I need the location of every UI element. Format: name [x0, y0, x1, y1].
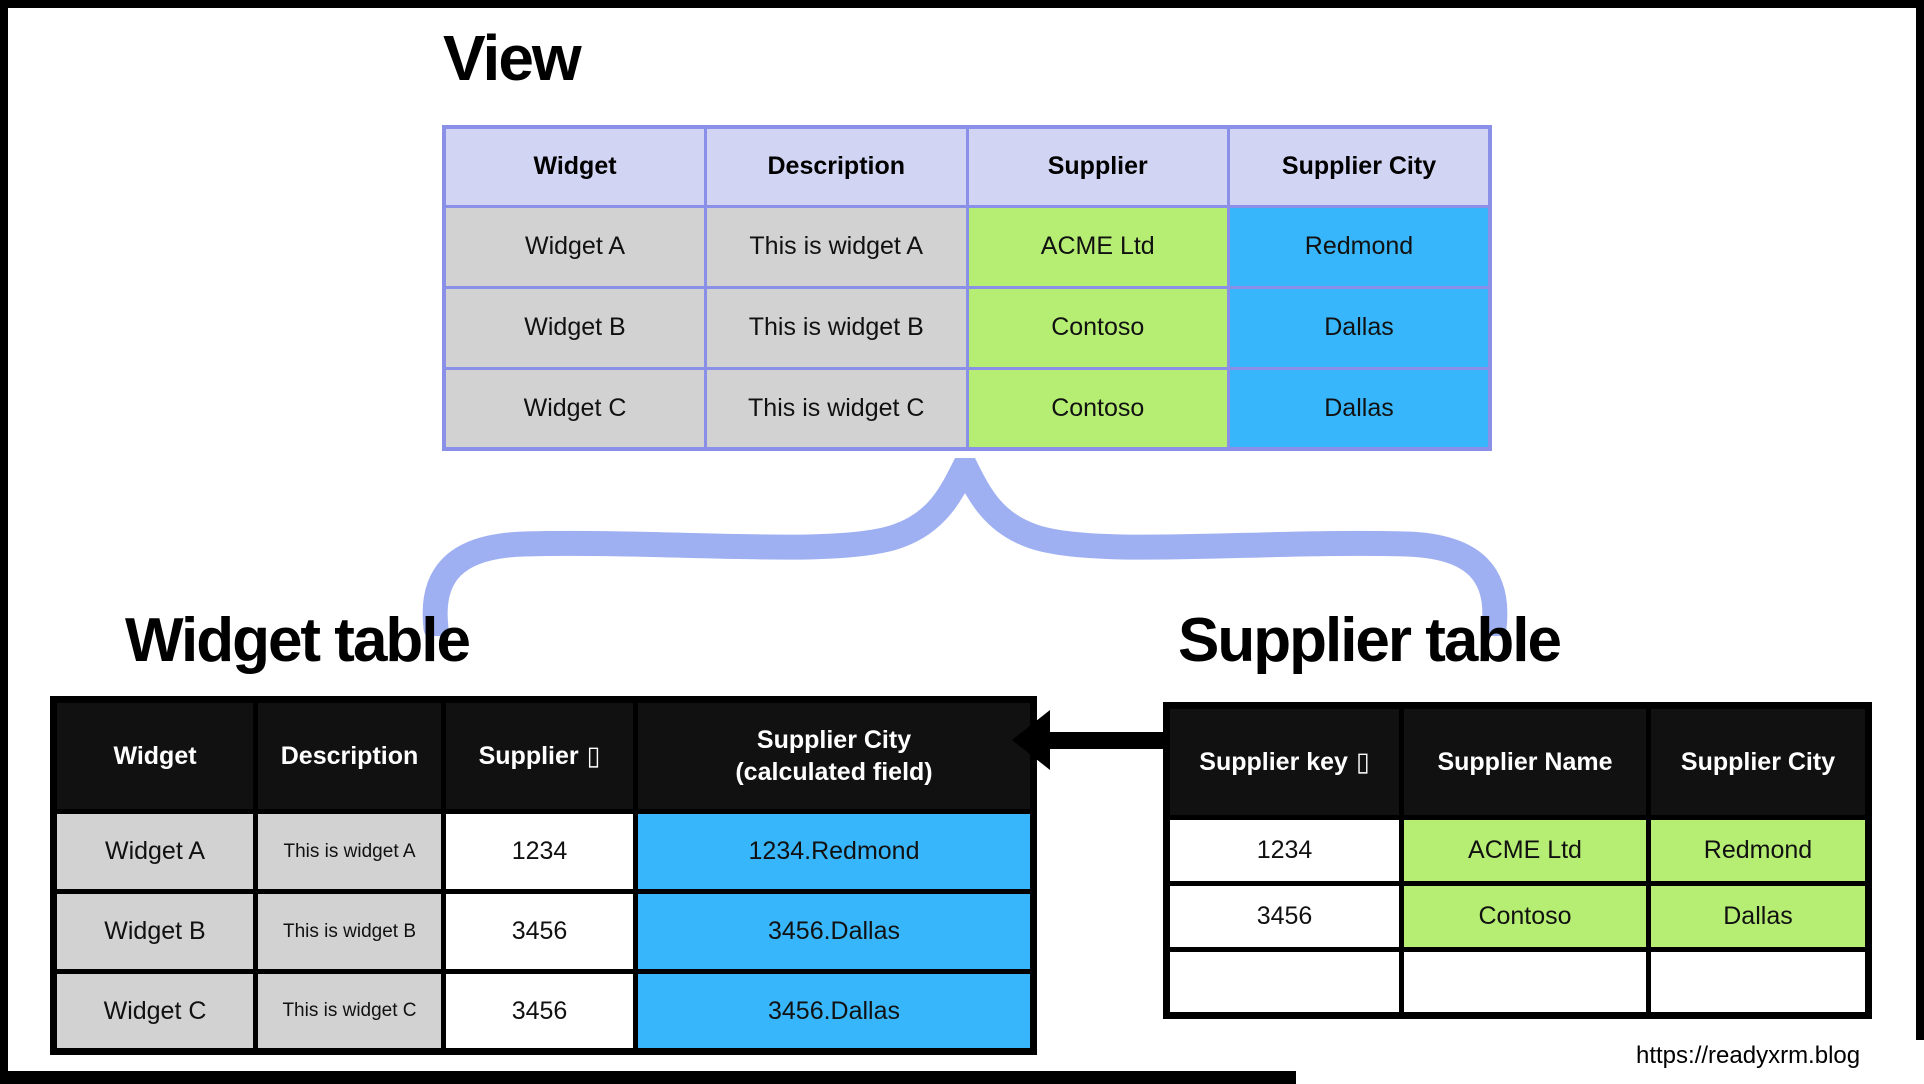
widget-header-supplier-city-line2: (calculated field) — [735, 758, 933, 786]
supplier-cell-name: ACME Ltd — [1399, 815, 1651, 886]
supplier-cell-city: Redmond — [1646, 815, 1871, 886]
supplier-cell-name: Contoso — [1399, 881, 1651, 952]
supplier-row-2: 3456 Contoso Dallas — [1164, 881, 1871, 952]
widget-cell-supplier-key: 3456 — [441, 969, 638, 1054]
widget-cell-supplier-key: 3456 — [441, 889, 638, 974]
supplier-row-empty — [1164, 947, 1871, 1018]
widget-cell-name: Widget A — [51, 809, 258, 894]
widget-row-c: Widget C This is widget C 3456 3456.Dall… — [51, 969, 1036, 1054]
view-cell-widget: Widget A — [442, 204, 707, 289]
frame-border-left — [0, 0, 8, 1084]
view-header-widget: Widget — [442, 125, 707, 208]
supplier-header-city: Supplier City — [1646, 703, 1871, 820]
supplier-cell-city: Dallas — [1646, 881, 1871, 952]
supplier-header-key: Supplier key▯ — [1164, 703, 1404, 820]
view-cell-description: This is widget A — [704, 204, 969, 289]
supplier-row-1: 1234 ACME Ltd Redmond — [1164, 815, 1871, 886]
view-header-description: Description — [704, 125, 969, 208]
supplier-header-name: Supplier Name — [1399, 703, 1651, 820]
widget-cell-name: Widget C — [51, 969, 258, 1054]
supplier-table: Supplier key▯ Supplier Name Supplier Cit… — [1163, 702, 1872, 1019]
widget-cell-calculated-city: 1234.Redmond — [633, 809, 1036, 894]
supplier-cell-name — [1399, 947, 1651, 1018]
view-cell-supplier-city: Dallas — [1227, 285, 1492, 370]
view-cell-widget: Widget B — [442, 285, 707, 370]
curly-brace — [422, 458, 1508, 636]
frame-border-bottom — [0, 1071, 1296, 1084]
view-cell-widget: Widget C — [442, 366, 707, 451]
view-header-row: Widget Description Supplier Supplier Cit… — [442, 125, 1492, 208]
frame-border-right — [1916, 0, 1924, 1040]
view-header-supplier-city: Supplier City — [1227, 125, 1492, 208]
view-cell-description: This is widget C — [704, 366, 969, 451]
supplier-header-key-label: Supplier key — [1199, 747, 1348, 776]
supplier-table-title: Supplier table — [1178, 606, 1562, 675]
view-cell-supplier-city: Redmond — [1227, 204, 1492, 289]
supplier-header-row: Supplier key▯ Supplier Name Supplier Cit… — [1164, 703, 1871, 820]
view-cell-supplier: Contoso — [965, 285, 1230, 370]
supplier-cell-key: 1234 — [1164, 815, 1404, 886]
frame-border-top — [0, 0, 1924, 8]
widget-cell-description: This is widget C — [253, 969, 446, 1054]
view-row-widget-b: Widget B This is widget B Contoso Dallas — [442, 285, 1492, 370]
widget-row-b: Widget B This is widget B 3456 3456.Dall… — [51, 889, 1036, 974]
widget-header-supplier-label: Supplier — [478, 741, 579, 770]
widget-header-widget: Widget — [51, 697, 258, 814]
widget-cell-description: This is widget A — [253, 809, 446, 894]
widget-cell-name: Widget B — [51, 889, 258, 974]
missing-glyph-icon: ▯ — [586, 739, 601, 771]
widget-header-row: Widget Description Supplier▯ Supplier Ci… — [51, 697, 1036, 814]
widget-header-supplier: Supplier▯ — [441, 697, 638, 814]
view-row-widget-a: Widget A This is widget A ACME Ltd Redmo… — [442, 204, 1492, 289]
widget-cell-calculated-city: 3456.Dallas — [633, 969, 1036, 1054]
relation-arrow-head-icon — [1012, 710, 1050, 770]
view-row-widget-c: Widget C This is widget C Contoso Dallas — [442, 366, 1492, 451]
view-cell-description: This is widget B — [704, 285, 969, 370]
missing-glyph-icon: ▯ — [1355, 745, 1370, 777]
view-title: View — [443, 22, 582, 94]
widget-header-supplier-city-line1: Supplier City — [756, 725, 912, 754]
widget-table-title: Widget table — [125, 606, 471, 675]
relation-arrow-shaft — [1046, 732, 1164, 749]
supplier-cell-key: 3456 — [1164, 881, 1404, 952]
widget-header-supplier-city: Supplier City (calculated field) — [633, 697, 1036, 814]
view-table: Widget Description Supplier Supplier Cit… — [442, 125, 1492, 451]
view-cell-supplier: ACME Ltd — [965, 204, 1230, 289]
view-header-supplier: Supplier — [965, 125, 1230, 208]
widget-cell-description: This is widget B — [253, 889, 446, 974]
supplier-cell-city — [1646, 947, 1871, 1018]
view-cell-supplier: Contoso — [965, 366, 1230, 451]
widget-header-description: Description — [253, 697, 446, 814]
widget-cell-calculated-city: 3456.Dallas — [633, 889, 1036, 974]
widget-cell-supplier-key: 1234 — [441, 809, 638, 894]
view-cell-supplier-city: Dallas — [1227, 366, 1492, 451]
widget-row-a: Widget A This is widget A 1234 1234.Redm… — [51, 809, 1036, 894]
widget-table: Widget Description Supplier▯ Supplier Ci… — [50, 696, 1037, 1055]
credit-url: https://readyxrm.blog — [1636, 1042, 1861, 1069]
supplier-cell-key — [1164, 947, 1404, 1018]
